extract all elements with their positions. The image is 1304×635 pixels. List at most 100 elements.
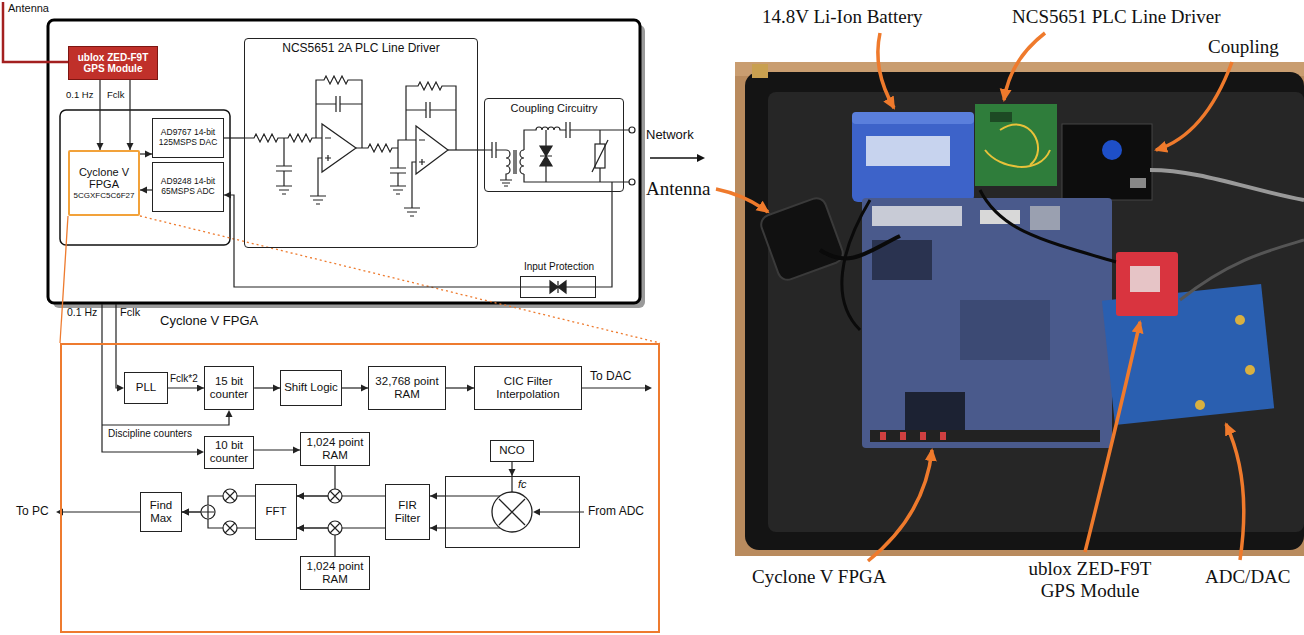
connector [168,385,204,392]
clock-wires [62,511,140,512]
connector [224,192,520,288]
clock-wires [582,387,646,388]
box-text: 10 bit counter [205,439,253,465]
connector-line [224,195,520,287]
gps-module: ublox ZED-F9T GPS Module [68,46,158,80]
protection-diode [520,281,596,293]
hardware-photo [1102,140,1122,160]
wire-arrowheads [226,410,233,417]
box-text: AD9767 14-bit 125MSPS DAC [153,128,223,148]
hardware-photo [752,64,768,78]
line-driver-circuit [316,96,362,112]
hardware-photo [735,62,1304,556]
coupling-circuit [540,146,552,156]
coupling-circuit [540,130,552,182]
connector-line [99,80,100,150]
adder-symbol [201,505,215,519]
wire-arrowheads [533,509,540,516]
line-driver-circuit [325,138,331,161]
line-driver-circuit [406,102,456,118]
arrowhead [127,143,134,150]
cic-filter-block: CIC Filter Interpolation [474,366,582,410]
arrowhead [430,493,437,500]
line-driver-circuit [276,138,292,194]
coupling-circuit [520,150,524,174]
box-text: Find Max [141,499,181,525]
shift-logic-block: Shift Logic [280,370,342,406]
mixer-symbol [446,477,579,547]
photo-callout: ADC/DAC [1205,566,1291,588]
connector [254,385,280,392]
ram-block: 1,024 point RAM [300,432,370,466]
wire-arrowheads [645,385,652,392]
zoom-lines [140,216,660,343]
callout-arrow [1156,62,1232,150]
hardware-photo [900,432,906,440]
antenna-wire [3,2,68,62]
counter-block: 15 bit counter [204,366,254,410]
box-text: Cyclone V FPGA [70,166,138,191]
antenna-label: Antenna [8,2,49,15]
coupling-circuit [484,122,635,192]
arrowhead [293,447,300,454]
protection-diode [558,281,566,293]
fpga-block: Cyclone V FPGAPLL15 bit counterShift Log… [60,343,660,633]
coupling-box: Coupling Circuitry [484,98,624,192]
line-driver-circuit [322,124,356,172]
multiplier-symbol [328,489,342,503]
pll-block: PLL [124,372,168,404]
line-driver-circuit [416,126,448,174]
mixer-box: fc [445,476,580,548]
arrowhead [273,385,280,392]
photo-callout: Cyclone V FPGA [752,566,886,588]
hardware-photo [758,195,845,282]
port-label: Network [646,128,694,143]
hardware-photo [842,200,870,330]
edge-label: 0.1 Hz [66,90,93,101]
edge-label: Fclk [107,90,124,101]
wire-arrowheads [197,449,204,456]
callout-arrow [1004,33,1045,100]
hardware-photo [990,112,1012,122]
photo-callout: 14.8V Li-Ion Battery [762,6,923,28]
box-text: AD9248 14-bit 65MSPS ADC [153,177,223,197]
coupling-circuit [629,179,635,185]
box-text: CIC Filter Interpolation [475,375,581,401]
system-housing [48,20,645,308]
hardware-photo [745,72,1304,550]
hardware-photo [870,430,1100,442]
connector [342,385,368,392]
connector-line [129,80,130,150]
arrowhead [197,385,204,392]
line-driver-circuit [390,148,406,194]
box-text: FFT [265,505,286,518]
signal-name: To PC [16,505,49,519]
coupling-circuit [624,130,629,182]
coupling-circuit [629,127,635,133]
arrowhead [430,525,437,532]
antenna-wire [3,2,68,62]
box-text: Coupling Circuitry [511,102,598,115]
connector-line [182,496,255,512]
hardware-photo [920,432,926,440]
edge-label: Fclk*2 [170,373,198,385]
arrowhead [297,525,304,532]
mixer-symbol [499,499,525,525]
coupling-circuit [524,122,624,150]
fir-filter-block: FIR Filter [385,484,430,540]
coupling-circuit [600,130,612,192]
box-text: 1,024 point RAM [301,560,369,586]
hardware-photo [940,432,946,440]
hardware-photo [975,104,1057,186]
connector [140,187,152,194]
callout-arrow [1085,322,1140,552]
arrowhead [145,151,152,158]
hardware-photo [1180,240,1304,300]
hardware-photo [880,432,886,440]
coupling-circuit [592,140,608,172]
box-text: Shift Logic [284,381,338,394]
adc-chip: AD9248 14-bit 65MSPS ADC [152,162,224,212]
nco-block: NCO [490,440,534,462]
box-text: 32,768 point RAM [369,375,445,401]
counter-block: 10 bit counter [204,436,254,469]
